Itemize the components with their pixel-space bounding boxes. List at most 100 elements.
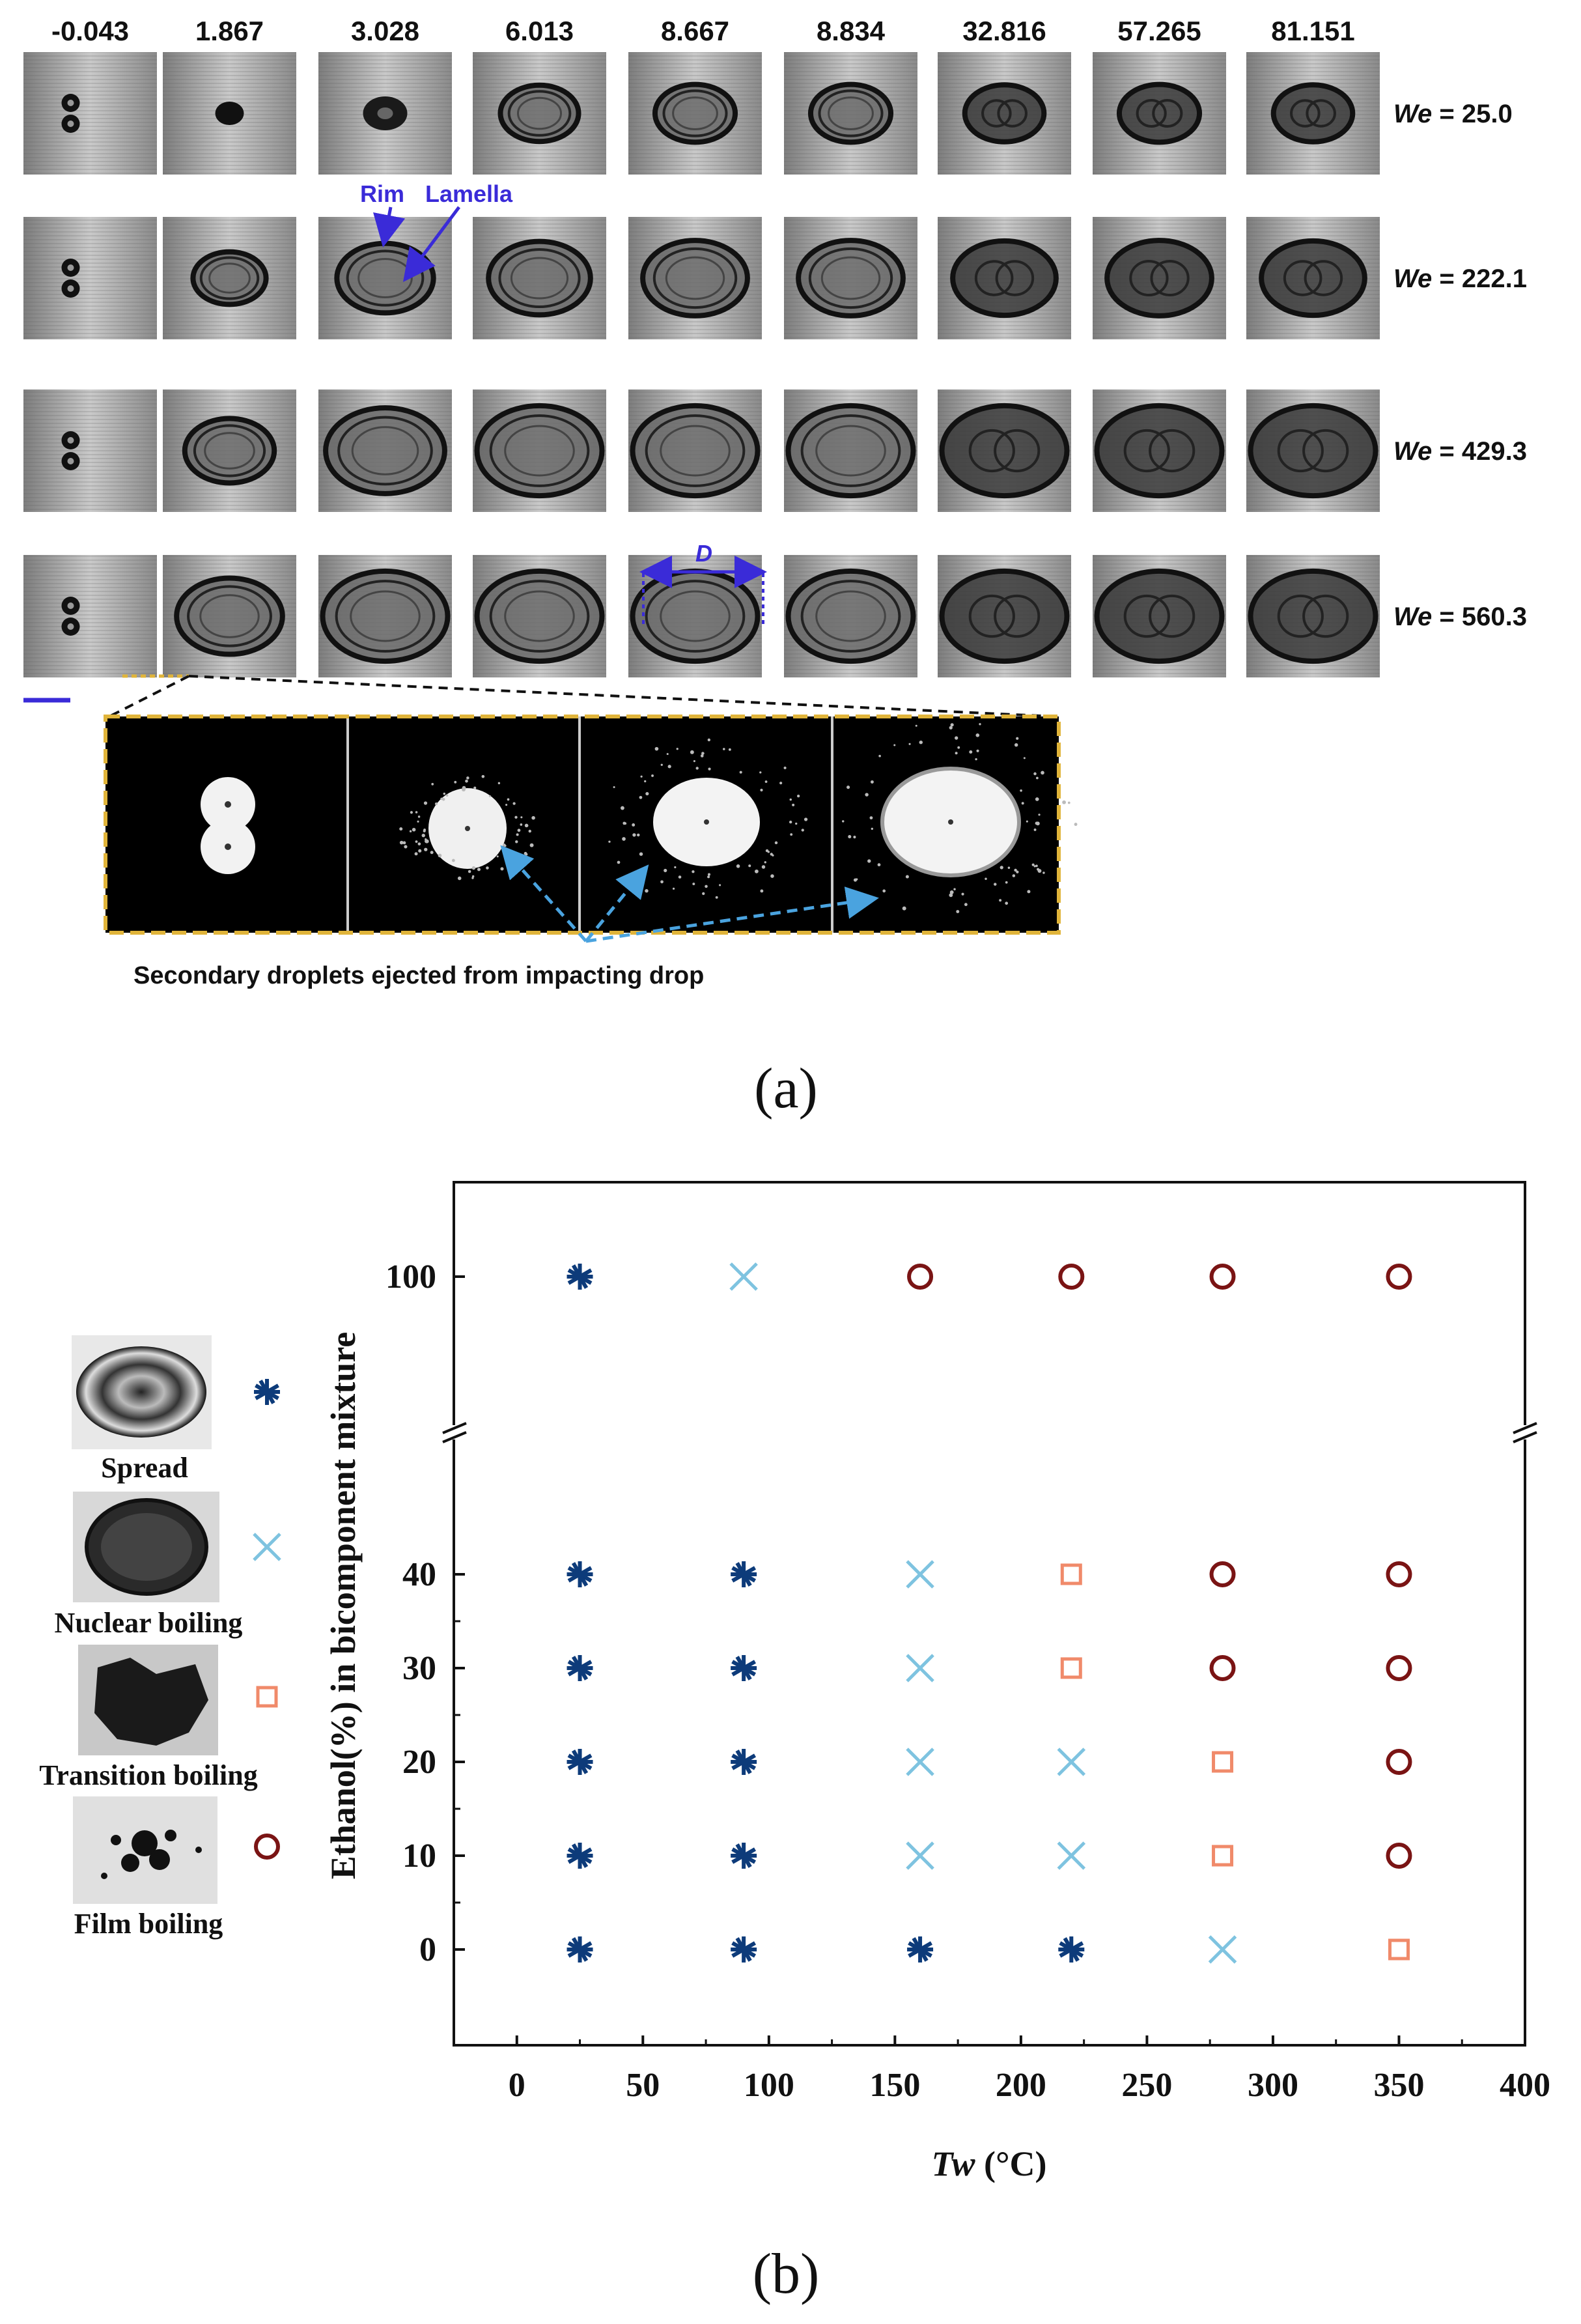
- secondary-droplet: [1038, 814, 1041, 816]
- secondary-droplet: [975, 758, 977, 761]
- legend-label-spread: Spread: [101, 1452, 188, 1484]
- time-header: 6.013: [505, 16, 574, 46]
- data-point-film: [1386, 1843, 1412, 1869]
- x-tick-label: 250: [1121, 2067, 1172, 2104]
- secondary-droplet: [441, 797, 445, 801]
- y-tick-label: 20: [402, 1744, 436, 1781]
- secondary-droplet: [1021, 802, 1024, 805]
- secondary-droplet: [1041, 771, 1044, 775]
- secondary-droplet: [953, 888, 956, 890]
- secondary-droplet: [693, 759, 695, 763]
- zoom-connector-right: [188, 675, 1056, 718]
- secondary-droplet: [1023, 757, 1026, 759]
- x-tick-label: 50: [626, 2067, 660, 2104]
- data-point-film: [1386, 1264, 1412, 1290]
- x-tick-label: 300: [1248, 2067, 1298, 2104]
- secondary-droplet: [957, 746, 960, 749]
- secondary-droplet: [531, 815, 535, 820]
- secondary-droplet: [1033, 772, 1037, 776]
- data-point-spread: [567, 1843, 593, 1869]
- secondary-droplet: [623, 821, 626, 825]
- secondary-droplet: [739, 771, 742, 774]
- weber-symbol: We: [1393, 602, 1432, 631]
- secondary-droplet: [848, 835, 852, 839]
- secondary-droplet: [645, 888, 649, 893]
- secondary-droplet: [632, 833, 636, 837]
- droplet-frame: [318, 390, 452, 512]
- secondary-droplet: [515, 840, 518, 843]
- data-point-transition: [1060, 1657, 1082, 1679]
- secondary-droplet: [430, 851, 434, 855]
- secondary-droplet: [994, 883, 997, 886]
- data-point-transition: [1060, 1563, 1082, 1585]
- data-point-spread: [567, 1936, 593, 1963]
- secondary-droplet: [969, 750, 973, 754]
- data-point-nuclear: [729, 1262, 758, 1291]
- droplet-frame: [784, 52, 917, 175]
- droplet-frame: [1246, 217, 1380, 339]
- secondary-droplet: [882, 889, 886, 893]
- secondary-droplet: [842, 820, 845, 823]
- data-points: [567, 1262, 1412, 1964]
- time-header: -0.043: [51, 16, 129, 46]
- secondary-droplet: [871, 827, 873, 830]
- legend-film-thumb: [73, 1796, 217, 1904]
- secondary-droplet: [508, 855, 512, 858]
- secondary-droplet: [1062, 800, 1066, 804]
- data-point-transition: [1388, 1938, 1410, 1961]
- secondary-droplet: [905, 875, 909, 879]
- secondary-droplet: [701, 752, 705, 755]
- droplet-frame: [163, 390, 296, 512]
- secondary-droplet: [1005, 901, 1009, 905]
- secondary-droplet: [454, 780, 457, 784]
- time-header: 8.834: [817, 16, 886, 46]
- secondary-droplet: [728, 748, 731, 751]
- secondary-droplet: [1000, 866, 1003, 870]
- droplet-frame: [628, 390, 762, 512]
- secondary-droplet: [632, 823, 636, 827]
- legend-label-nuclear: Nuclear boiling: [55, 1607, 243, 1639]
- secondary-droplet: [789, 798, 792, 801]
- secondary-droplet: [488, 795, 491, 797]
- secondary-droplet: [1037, 869, 1042, 873]
- secondary-droplet: [1036, 776, 1039, 780]
- secondary-droplet: [639, 795, 643, 799]
- secondary-droplet: [466, 776, 469, 780]
- droplet-frame: [23, 390, 157, 512]
- secondary-droplet: [707, 873, 711, 876]
- data-point-spread: [567, 1264, 593, 1290]
- secondary-droplet: [755, 869, 759, 873]
- secondary-droplet: [621, 806, 624, 810]
- secondary-droplet: [1042, 872, 1045, 874]
- secondary-droplet: [640, 775, 643, 778]
- weber-value: = 429.3: [1432, 437, 1527, 466]
- secondary-droplet: [1035, 821, 1040, 826]
- secondary-droplet: [764, 861, 766, 864]
- secondary-droplet: [779, 782, 783, 785]
- secondary-droplet: [979, 723, 981, 726]
- weber-value: = 25.0: [1432, 100, 1512, 128]
- legend-label-transition: Transition boiling: [39, 1759, 257, 1791]
- secondary-droplet: [443, 792, 446, 795]
- data-point-film: [1209, 1655, 1236, 1681]
- x-tick-label: 150: [869, 2067, 920, 2104]
- secondary-droplet: [516, 833, 519, 836]
- secondary-droplet: [639, 852, 643, 856]
- data-point-transition: [1212, 1845, 1234, 1867]
- secondary-droplet: [417, 820, 419, 823]
- secondary-droplet: [1035, 797, 1039, 801]
- secondary-droplet: [412, 827, 416, 832]
- secondary-droplet: [622, 837, 626, 841]
- secondary-droplet: [481, 774, 485, 778]
- droplet-frame: [163, 52, 296, 175]
- secondary-droplet: [1014, 743, 1018, 747]
- zoom-connector-left: [109, 675, 189, 718]
- secondary-droplet: [421, 833, 425, 838]
- secondary-droplet: [1074, 823, 1078, 827]
- secondary-droplet: [666, 753, 669, 756]
- secondary-droplet: [504, 844, 507, 847]
- secondary-droplet: [950, 723, 954, 727]
- secondary-droplet: [1007, 866, 1011, 870]
- data-point-nuclear: [906, 1748, 934, 1776]
